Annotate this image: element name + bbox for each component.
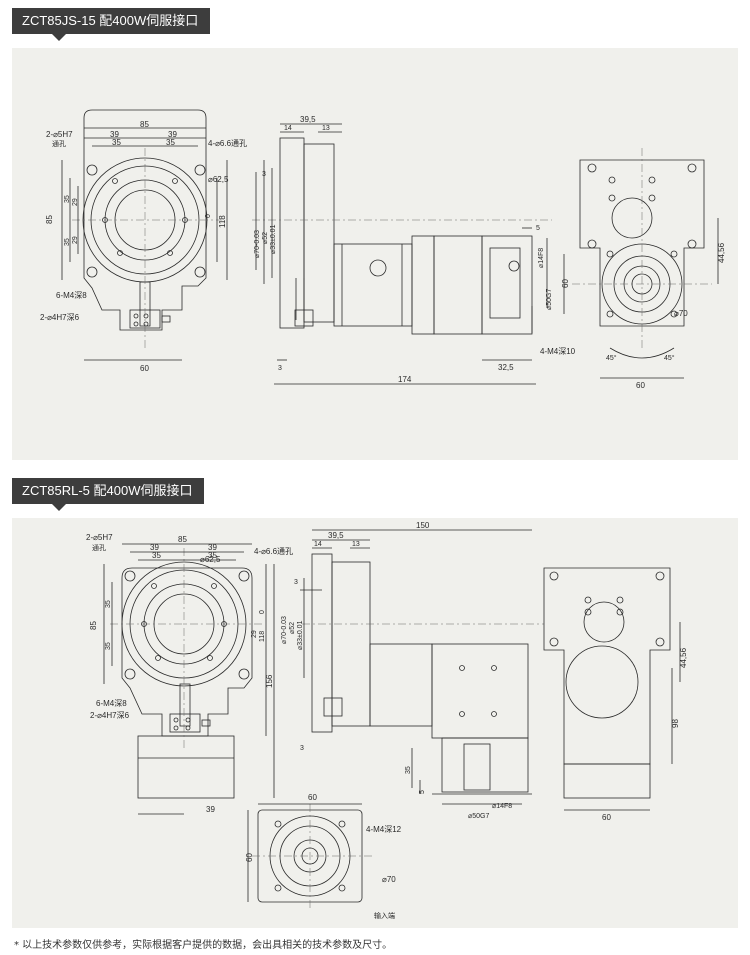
dim-0-2: 0 bbox=[259, 610, 266, 614]
dim-35b: 35 bbox=[166, 138, 175, 147]
dim-45a: 45° bbox=[606, 354, 617, 362]
dim-14f8: ⌀14F8 bbox=[538, 248, 545, 268]
dim-3-2: 3 bbox=[294, 579, 298, 586]
dim-b60: 60 bbox=[308, 793, 317, 802]
bottom-view-2 bbox=[247, 803, 372, 908]
dim-v29-2: 29 bbox=[251, 630, 258, 638]
dim-625: ⌀62,5 bbox=[208, 175, 229, 184]
dim-3: 3 bbox=[262, 171, 266, 178]
dim-4456: 44,56 bbox=[717, 242, 726, 263]
dim-33: ⌀33±0.01 bbox=[270, 224, 277, 254]
drawing-1-svg: 85 39 39 35 35 2-⌀5H7 通孔 4-⌀6.6通孔 85 35 … bbox=[40, 109, 726, 390]
dim-39b: 39 bbox=[168, 130, 177, 139]
dim-4456-2: 44,56 bbox=[679, 647, 688, 668]
label-m4: 6-M4深8 bbox=[56, 291, 87, 300]
footnote: * 以上技术参数仅供参考，实际根据客户提供的数据，会出具相关的技术参数及尺寸。 bbox=[14, 940, 393, 951]
dim-39a: 39 bbox=[110, 130, 119, 139]
drawing-panel-1: 85 39 39 35 35 2-⌀5H7 通孔 4-⌀6.6通孔 85 35 … bbox=[12, 48, 738, 460]
right-view-1 bbox=[563, 148, 719, 379]
side-view-2 bbox=[300, 529, 544, 805]
dim-13: 13 bbox=[322, 125, 330, 132]
front-view-1 bbox=[61, 109, 228, 361]
right-view-2 bbox=[543, 567, 681, 811]
dim-3b: 3 bbox=[278, 365, 282, 372]
dim-r60-2: 60 bbox=[602, 813, 611, 822]
dim-118: 118 bbox=[218, 215, 227, 228]
dim-45b: 45° bbox=[664, 354, 675, 362]
label-through: 通孔 bbox=[52, 139, 66, 148]
dim-v85-2: 85 bbox=[89, 621, 98, 630]
dim-0: 0 bbox=[205, 214, 212, 218]
label-through-2: 通孔 bbox=[92, 543, 106, 552]
label-bm4: 4-M4深12 bbox=[366, 825, 402, 834]
dim-70: ⌀70-0.03 bbox=[254, 230, 261, 258]
dim-r60: 60 bbox=[561, 279, 570, 288]
dim-v118-2: 118 bbox=[259, 631, 266, 642]
dim-33-2: ⌀33±0.01 bbox=[297, 620, 304, 650]
dim-v35: 35 bbox=[64, 195, 71, 203]
dim-w39-2: 39 bbox=[206, 805, 215, 814]
label-5h7-2: 2-⌀5H7 bbox=[86, 533, 113, 542]
dim-85-2: 85 bbox=[178, 535, 187, 544]
dim-5-2: 5 bbox=[419, 790, 426, 794]
dim-v35b: 35 bbox=[64, 238, 71, 246]
dim-r60b: 60 bbox=[636, 381, 645, 390]
dim-70-2: ⌀70-0.03 bbox=[281, 616, 288, 644]
dim-98-2: 98 bbox=[671, 719, 680, 728]
dim-r70: ⌀70 bbox=[674, 309, 688, 318]
dim-150-2: 150 bbox=[416, 521, 430, 530]
label-4h7-2: 2-⌀4H7深6 bbox=[90, 711, 130, 720]
dim-v85: 85 bbox=[45, 215, 54, 224]
label-5h7: 2-⌀5H7 bbox=[46, 130, 73, 139]
dim-v35b-2: 35 bbox=[105, 642, 112, 650]
drawing-panel-2: 2-⌀5H7 通孔 85 39 35 39 35 4-⌀6.6通孔 ⌀62,5 … bbox=[12, 518, 738, 928]
dim-35a-2: 35 bbox=[152, 551, 161, 560]
dim-60: 60 bbox=[140, 364, 149, 373]
dim-625-2: ⌀62,5 bbox=[200, 555, 221, 564]
dim-52: ⌀52 bbox=[262, 232, 269, 244]
section-2-title: ZCT85RL-5 配400W伺服接口 bbox=[12, 478, 205, 511]
dim-v29b: 29 bbox=[72, 236, 79, 244]
front-view-2 bbox=[103, 543, 275, 815]
label-4h7: 2-⌀4H7深6 bbox=[40, 313, 80, 322]
dim-35b-2: 35 bbox=[208, 551, 217, 560]
drawing-2-svg: 2-⌀5H7 通孔 85 39 35 39 35 4-⌀6.6通孔 ⌀62,5 … bbox=[86, 521, 688, 920]
dim-395: 39,5 bbox=[300, 115, 316, 124]
dim-13-2: 13 bbox=[352, 541, 360, 548]
dim-395-2: 39,5 bbox=[328, 531, 344, 540]
dim-14f8-2: ⌀14F8 bbox=[492, 803, 512, 810]
dim-5: 5 bbox=[536, 225, 540, 232]
label-66-holes: 4-⌀6.6通孔 bbox=[208, 138, 247, 148]
dim-14-2: 14 bbox=[314, 541, 322, 548]
dim-b60v: 60 bbox=[245, 853, 254, 862]
dim-v156-2: 156 bbox=[265, 674, 274, 688]
dim-b70: ⌀70 bbox=[382, 875, 396, 884]
dim-85: 85 bbox=[140, 120, 149, 129]
label-66-holes-2: 4-⌀6.6通孔 bbox=[254, 546, 293, 556]
dim-3b-2: 3 bbox=[300, 745, 304, 752]
dim-14: 14 bbox=[284, 125, 292, 132]
dim-174: 174 bbox=[398, 375, 412, 384]
dim-52-2: ⌀52 bbox=[289, 622, 296, 634]
dim-50g7-2: ⌀50G7 bbox=[468, 813, 489, 820]
dim-v29: 29 bbox=[72, 198, 79, 206]
label-input: 输入端 bbox=[374, 911, 395, 920]
section-1-title: ZCT85JS-15 配400W伺服接口 bbox=[12, 8, 211, 41]
dim-35-2: 35 bbox=[405, 766, 412, 774]
label-rm4: 4-M4深10 bbox=[540, 347, 576, 356]
dim-v35-2: 35 bbox=[105, 600, 112, 608]
label-m4-2: 6-M4深8 bbox=[96, 699, 127, 708]
dim-39a-2: 39 bbox=[150, 543, 159, 552]
dim-50g7: ⌀50G7 bbox=[546, 289, 553, 310]
side-view-1 bbox=[252, 123, 552, 385]
dim-39b-2: 39 bbox=[208, 543, 217, 552]
dim-35a: 35 bbox=[112, 138, 121, 147]
dim-325: 32,5 bbox=[498, 363, 514, 372]
